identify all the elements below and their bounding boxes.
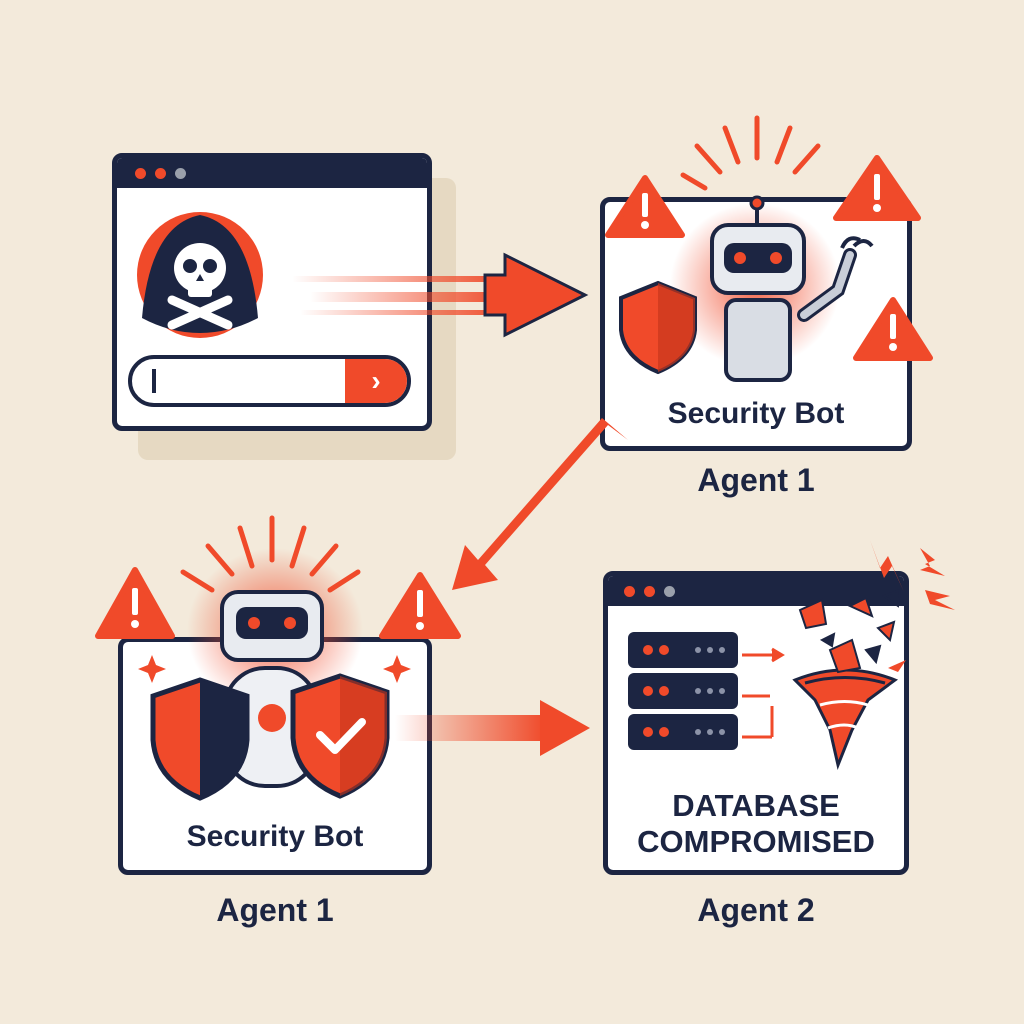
agent2-window: DATABASE COMPROMISED [603, 571, 909, 875]
security-bot-label-bottom: Security Bot [186, 820, 364, 853]
database-compromised-line1: DATABASE [672, 788, 840, 823]
window-maximize-dot[interactable] [175, 168, 186, 179]
agent2-caption: Agent 2 [697, 892, 815, 928]
shield-icon [150, 677, 250, 801]
hooded-skull-icon [137, 212, 263, 338]
sparkle-icon [138, 655, 411, 683]
shield-check-icon [290, 673, 390, 799]
window-minimize-dot[interactable] [155, 168, 166, 179]
shield-icon [619, 280, 697, 375]
warning-icon [833, 155, 921, 221]
database-compromised-line2: COMPROMISED [637, 824, 875, 859]
window-minimize-dot[interactable] [644, 586, 655, 597]
debris-icon [798, 588, 902, 674]
agent1-top-caption: Agent 1 [697, 462, 815, 498]
warning-icon [379, 572, 461, 639]
window-close-dot[interactable] [624, 586, 635, 597]
agent1-bottom-caption: Agent 1 [216, 892, 334, 928]
warning-icon [605, 175, 685, 238]
warning-icon [95, 567, 175, 639]
malicious-input-field[interactable]: › [128, 355, 411, 407]
submit-button[interactable]: › [345, 359, 407, 403]
propagate-arrow-icon [395, 700, 590, 756]
attack-arrow-right-icon [292, 252, 589, 338]
security-bot-label-top: Security Bot [667, 397, 845, 430]
warning-icon [853, 297, 933, 361]
input-caret [152, 369, 156, 393]
diagonal-arrow-icon [452, 418, 628, 590]
spark-icon [870, 540, 955, 672]
server-vortex-icon [628, 540, 955, 771]
window-close-dot[interactable] [135, 168, 146, 179]
window-titlebar [117, 158, 427, 188]
window-maximize-dot[interactable] [664, 586, 675, 597]
robot-alarm-icon [670, 115, 874, 382]
window-titlebar [608, 576, 904, 606]
server-stack-icon [628, 632, 738, 750]
